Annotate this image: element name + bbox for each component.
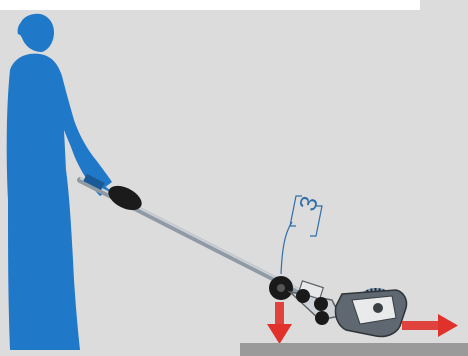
down-force-arrow	[267, 302, 292, 344]
measuring-wheel	[335, 288, 406, 337]
ground-surface	[240, 343, 468, 356]
front-wheel	[269, 276, 293, 300]
forward-motion-arrow	[402, 314, 458, 337]
